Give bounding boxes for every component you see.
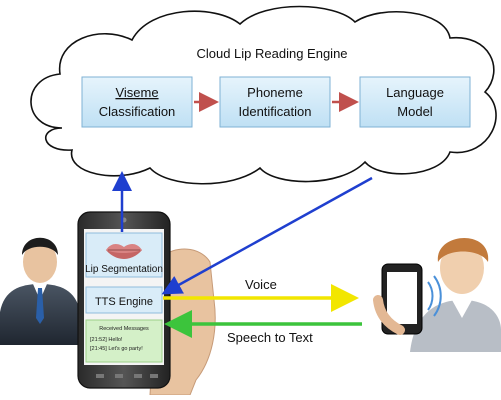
- lip-segmentation-panel: Lip Segmentation: [85, 232, 163, 278]
- lips-icon: [106, 244, 142, 259]
- tts-engine-label: TTS Engine: [95, 296, 153, 308]
- module-language-line1: Language: [386, 85, 444, 100]
- module-language-line2: Model: [397, 104, 433, 119]
- receiver-phone-icon: [373, 263, 423, 335]
- message-line-1: [21:52] Hello!: [90, 337, 123, 343]
- received-messages-panel: Received Messages [21:52] Hello! [21:45]…: [85, 319, 163, 363]
- voice-label: Voice: [245, 277, 277, 292]
- cloud-title: Cloud Lip Reading Engine: [196, 46, 347, 61]
- module-phoneme-line2: Identification: [239, 104, 312, 119]
- module-viseme-line2: Classification: [99, 104, 176, 119]
- module-phoneme-line1: Phoneme: [247, 85, 303, 100]
- sender-person-icon: [0, 237, 80, 345]
- tts-engine-panel: TTS Engine: [85, 286, 163, 314]
- module-viseme-classification: Viseme Classification: [81, 76, 193, 128]
- lip-segmentation-label: Lip Segmentation: [85, 264, 163, 275]
- arrow-cloud-to-phone: [161, 176, 373, 295]
- messages-header: Received Messages: [99, 326, 149, 332]
- module-viseme-line1: Viseme: [115, 85, 158, 100]
- module-language-model: Language Model: [359, 76, 471, 128]
- phone-nav-buttons: [96, 374, 158, 378]
- sound-waves-icon: [427, 275, 442, 317]
- message-line-2: [21:45] Let's go party!: [90, 346, 143, 352]
- receiver-person-icon: [410, 237, 501, 352]
- speech-to-text-label: Speech to Text: [227, 330, 313, 345]
- module-phoneme-identification: Phoneme Identification: [219, 76, 331, 128]
